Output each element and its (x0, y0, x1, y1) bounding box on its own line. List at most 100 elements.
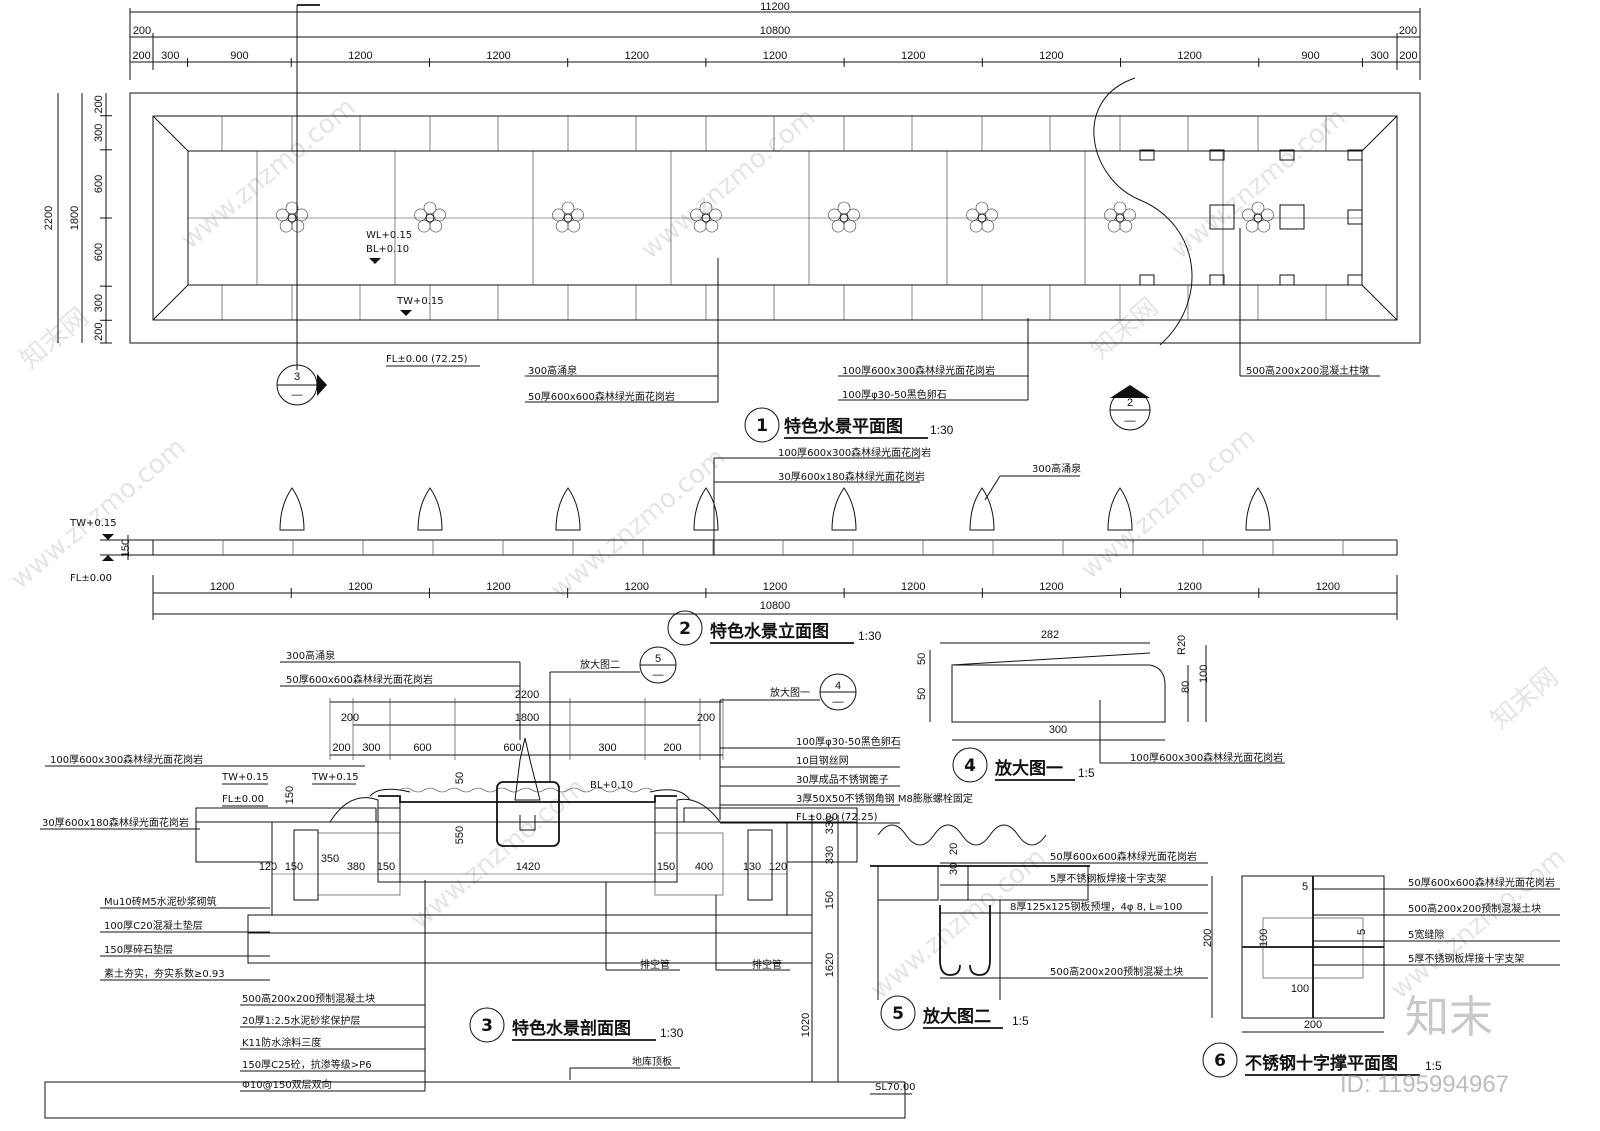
watermark-layer: www.znzmo.com www.znzmo.com www.znzmo.co… (5, 92, 1571, 1005)
section-note-granite-300: 100厚600x300森林绿光面花岗岩 (50, 753, 203, 766)
plan-segment-dim: 1200 (348, 50, 372, 62)
plan-level-bl: BL+0.10 (366, 244, 409, 255)
detail6-title: 不锈钢十字撑平面图 (1245, 1053, 1398, 1074)
section-title-circle (469, 1007, 505, 1043)
detail6-dim-5-a: 5 (1302, 881, 1308, 893)
elevation-jet (555, 487, 581, 531)
detail6-note: 5厚不锈钢板焊接十字支架 (1408, 952, 1524, 965)
section-note-sl: SL70.00 (875, 1082, 916, 1093)
watermark-site-7: www.znzmo.com (405, 772, 591, 935)
section-level-tw-mid: TW+0.15 (311, 772, 359, 783)
section-note-roof: 地库顶板 (632, 1055, 672, 1068)
detail6-dim-5-b: 5 (1356, 929, 1368, 935)
section-bottom-note: 20厚1:2.5水泥砂浆保护层 (242, 1014, 360, 1027)
plan-segment-dim: 1200 (763, 50, 787, 62)
plan-fountain-icon (1242, 201, 1274, 233)
section-vdim-330-b: 330 (824, 846, 836, 864)
plan-fountain-icon (414, 201, 446, 233)
section-note-drain-1: 排空管 (640, 958, 670, 971)
plan-side-segment-dim: 300 (93, 124, 105, 142)
detail4-title-number: 4 (964, 756, 976, 776)
plan-pebble-border (129, 92, 1421, 344)
plan-side-segment-dim: 600 (93, 175, 105, 193)
detail5-title-circle (880, 995, 916, 1031)
plan-side-segment-dim: 600 (93, 243, 105, 261)
section-dim-200-a: 200 (341, 712, 359, 724)
plan-title: 特色水景平面图 (784, 416, 903, 437)
elevation-note-fountain: 300高涌泉 (1032, 462, 1081, 475)
watermark-site-4: www.znzmo.com (5, 432, 191, 595)
detail4-title-scale: 1:5 (1078, 766, 1095, 780)
section-vdim-150: 150 (284, 786, 296, 804)
elevation-jet (1245, 487, 1271, 531)
detail4-note: 100厚600x300森林绿光面花岗岩 (1130, 751, 1283, 764)
section-left-notes: Mu10砖M5水泥砂浆砌筑100厚C20混凝土垫层150厚碎石垫层素土夯实，夯实… (100, 895, 270, 981)
detail5-note: 50厚600x600森林绿光面花岗岩 (1050, 850, 1197, 863)
detail-3-view: 200 200 100 100 5 5 50厚600x600森林绿光面花岗岩50… (1202, 875, 1560, 1078)
plan-segment-dim: 900 (230, 50, 248, 62)
section-right-notes: 100厚φ30-50黑色卵石10目钢丝网30厚成品不锈钢篦子3厚50X50不锈钢… (719, 735, 973, 824)
section-right-note: FL±0.00 (72.25) (796, 812, 878, 823)
detail5-title-number: 5 (892, 1004, 904, 1024)
plan-fountain-icon (966, 201, 998, 233)
plan-level-fl: FL±0.00 (72.25) (386, 354, 468, 365)
plan-segment-dim: 1200 (901, 50, 925, 62)
brand-logo-text: 知末 (1405, 992, 1493, 1043)
svg-text:—: — (653, 669, 664, 681)
section-left-note: 素土夯实，夯实系数≥0.93 (104, 967, 225, 980)
detail4-title-circle (952, 747, 988, 783)
detail6-note: 50厚600x600森林绿光面花岗岩 (1408, 876, 1555, 889)
elevation-jet (693, 487, 719, 531)
plan-note-fountain: 300高涌泉 (528, 364, 577, 377)
detail4-dim-300: 300 (1049, 724, 1067, 736)
section-inner-dim: 150 (285, 861, 303, 873)
plan-curve (1093, 77, 1193, 346)
elevation-level-fl: FL±0.00 (70, 573, 112, 584)
section-top-dim: 300 (362, 742, 380, 754)
section-note-granite-600: 50厚600x600森林绿光面花岗岩 (286, 673, 433, 686)
section-top-dim: 600 (503, 742, 521, 754)
section-bottom-note: Φ10@150双层双向 (242, 1078, 332, 1091)
section-fountain-box (496, 781, 560, 847)
plan-fountain-icon (1104, 201, 1136, 233)
elevation-segment-dim: 1200 (625, 581, 649, 593)
elevation-segment-dim: 1200 (210, 581, 234, 593)
watermark-site-1: www.znzmo.com (175, 92, 361, 255)
section-inner-dim: 120 (259, 861, 277, 873)
svg-text:—: — (1125, 415, 1136, 427)
detail5-title: 放大图二 (922, 1006, 991, 1027)
section-right-note: 3厚50X50不锈钢角钢 M8膨胀螺栓固定 (796, 792, 973, 805)
elevation-joints (222, 540, 1344, 555)
section-vdim-550: 550 (454, 826, 466, 844)
plan-fountain-icon (276, 201, 308, 233)
section-level-tw-left: TW+0.15 (221, 772, 269, 783)
elevation-title-circle (667, 610, 703, 646)
elevation-total-dim: 10800 (760, 600, 791, 612)
section-dim-2200: 2200 (515, 689, 539, 701)
section-vdim-1620: 1620 (824, 953, 836, 977)
section-inner-dim: 150 (377, 861, 395, 873)
section-right-note: 10目钢丝网 (796, 754, 849, 767)
section-dim-1800: 1800 (515, 712, 539, 724)
section-title-number: 3 (481, 1016, 493, 1036)
plan-segment-dim: 300 (1371, 50, 1389, 62)
elevation-segment-dim: 1200 (1177, 581, 1201, 593)
section-dim-200-b: 200 (697, 712, 715, 724)
watermark-site-6: www.znzmo.com (1075, 422, 1261, 585)
watermark-site-3: www.znzmo.com (1165, 102, 1351, 265)
plan-side-segment-dim: 200 (93, 322, 105, 340)
detail6-title-circle (1202, 1042, 1238, 1078)
section-level-bl: BL+0.10 (590, 780, 633, 791)
detail5-note: 500高200x200预制混凝土块 (1050, 965, 1183, 978)
detail5-title-scale: 1:5 (1012, 1014, 1029, 1028)
section-roof-slab (44, 1081, 906, 1119)
plan-title-circle (744, 407, 780, 443)
section-bottom-notes: 500高200x200预制混凝土块20厚1:2.5水泥砂浆保护层K11防水涂料三… (240, 880, 426, 1092)
elevation-segment-dim: 1200 (901, 581, 925, 593)
